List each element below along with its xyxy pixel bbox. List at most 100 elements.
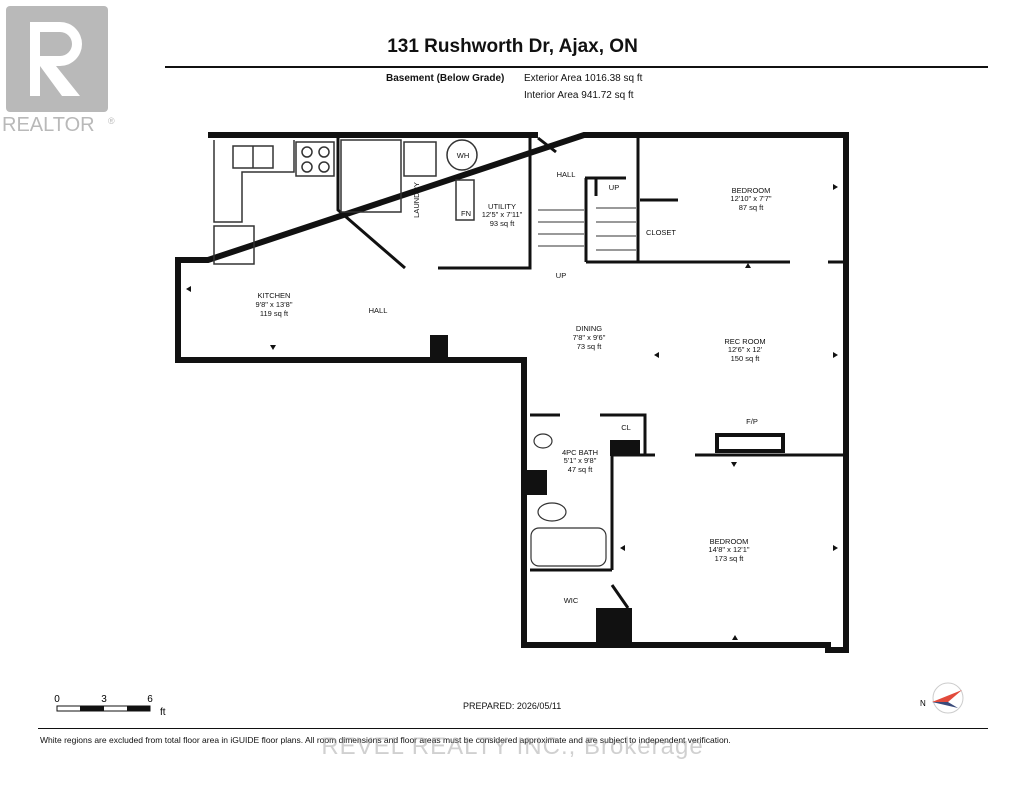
up-bottom-label: UP [556,271,566,280]
marker [620,545,625,551]
bathtub [530,527,607,567]
scale-seg [80,706,104,711]
prepared-date: PREPARED: 2026/05/11 [463,701,562,711]
laundry-counter [340,139,402,213]
vanity-sink [533,433,553,449]
kitchen-area: 119 sq ft [260,309,289,318]
kitchen-name: KITCHEN [258,291,291,300]
page-title: 131 Rushworth Dr, Ajax, ON [387,36,638,57]
stair-walls [584,178,678,262]
hall-left-label: HALL [369,306,388,315]
bedroom1-wall [586,138,846,264]
rec-room-name: REC ROOM [724,337,765,346]
scale-tick-3: 3 [101,694,107,705]
bedroom2-area: 173 sq ft [715,554,745,563]
marker [654,352,659,358]
furnace [455,179,475,221]
fn-label: FN [461,209,471,218]
scale-tick-0: 0 [54,694,60,705]
kitchen-dims: 9'8" x 13'8" [256,300,293,309]
burner [301,161,313,173]
bath-area: 47 sq ft [568,465,594,474]
logo-letter-r [30,22,82,96]
compass-needle-dark [932,702,958,708]
solid-blocks [430,335,640,648]
bath-fixtures [530,433,607,567]
realtor-logo: REALTOR ® [2,6,115,136]
utility-name: UTILITY [488,202,516,211]
marker [732,635,738,640]
floor-label: Basement (Below Grade) [386,73,505,84]
fp-label: F/P [746,417,758,426]
marker [833,352,838,358]
bath-wall-side [530,455,630,609]
fireplace [715,433,785,453]
rec-room-dims: 12'6" x 12' [728,345,763,354]
cl-label: CL [621,423,631,432]
floor-plan: KITCHEN 9'8" x 13'8" 119 sq ft UTILITY 1… [175,132,849,653]
compass-icon: N [920,682,964,714]
wh-label: WH [457,151,470,160]
bedroom2-dims: 14'8" x 12'1" [708,545,749,554]
compass-letter: N [920,699,926,708]
photo-markers [186,184,838,640]
interior-walls [336,136,846,609]
upper-stair-wall [585,176,626,196]
interior-area: Interior Area 941.72 sq ft [524,90,634,101]
scale-bar: 0 3 6 ft [54,694,166,718]
burner [318,161,330,173]
burner [301,146,313,158]
bath-name: 4PC BATH [562,448,598,457]
compass-needle [932,690,962,702]
closet-block [610,440,640,456]
bath-dims: 5'1" x 9'8" [564,456,597,465]
water-heater [446,139,478,171]
counter-l [213,140,295,223]
footer-divider [38,728,988,729]
bedroom1-area: 87 sq ft [739,203,765,212]
laundry-label: LAUNDRY [412,182,421,218]
marker [731,462,737,467]
utility-area: 93 sq ft [490,219,516,228]
washer [403,141,437,177]
exterior-walls [175,132,849,653]
dining-area: 73 sq ft [577,342,603,351]
outer-wall [175,132,849,653]
scale-tick-6: 6 [147,694,153,705]
stairs [538,207,636,251]
bedroom2-name: BEDROOM [710,537,749,546]
bath-column [527,470,547,495]
scale-seg [127,706,150,711]
logo-registered: ® [108,116,115,126]
hall-top-label: HALL [557,170,576,179]
stove [295,141,335,177]
marker [833,545,838,551]
marker [745,263,751,268]
bath-wall-top [530,413,846,457]
exterior-area: Exterior Area 1016.38 sq ft [524,73,643,84]
burner [318,146,330,158]
dining-name: DINING [576,324,602,333]
kitchen-counters [213,139,478,265]
up-top-label: UP [609,183,619,192]
disclaimer: White regions are excluded from total fl… [40,735,731,745]
column [430,335,448,360]
fridge [213,225,255,265]
utility-dims: 12'5" x 7'11" [482,210,523,219]
wic-label: WIC [564,596,579,605]
closet-label: CLOSET [646,228,676,237]
bedroom1-dims: 12'10" x 7'7" [730,194,771,203]
bedroom1-name: BEDROOM [732,186,771,195]
dining-dims: 7'8" x 9'6" [573,333,606,342]
wic-column [596,608,632,648]
rec-room-area: 150 sq ft [731,354,761,363]
marker [186,286,191,292]
header-divider [165,66,988,68]
marker [270,345,276,350]
compass-ring [932,682,964,714]
scale-unit: ft [160,707,166,718]
hall-door-wall [528,136,557,154]
logo-text: REALTOR [2,114,95,136]
marker [833,184,838,190]
toilet [537,502,567,522]
